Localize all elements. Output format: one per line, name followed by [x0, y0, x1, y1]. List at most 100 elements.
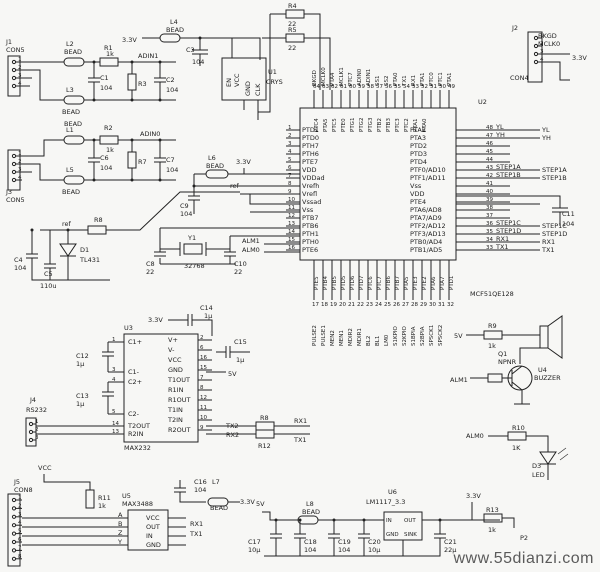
cap-c5-ref: C5 [44, 270, 53, 278]
resistor-r1-val: 1k [106, 50, 114, 58]
max232-right-pin-num: 11 [200, 405, 207, 411]
net-3v3-top: 3.3V [122, 36, 137, 44]
mcu-left-pin-name: Vssad [302, 198, 321, 206]
cap-c16-ref: C16 [194, 478, 207, 486]
mcu-left-pin-name: PTB7 [302, 214, 319, 222]
buzzer-net-alm1: ALM1 [450, 376, 468, 384]
resistor-r9 [483, 330, 503, 340]
led-d3-ref: D3 [532, 462, 541, 470]
diode-d1-type: TL431 [79, 256, 100, 264]
mcu-right-pin-net: STEP1C [496, 219, 521, 227]
mcu-top-pin-num: 61 [340, 84, 347, 90]
max232-left-pin-num: 14 [112, 421, 119, 427]
led-net-alm0: ALM0 [466, 432, 484, 440]
mcu-top-pin-num: 51 [430, 84, 437, 90]
mcu-left-pin-num: 5 [288, 157, 292, 163]
osc-clk-pin: CLK [254, 83, 262, 96]
max232-left-pin-name: R2IN [128, 430, 144, 438]
cap-c9-val: 104 [180, 210, 192, 218]
net-alm1-mcu: ALM1 [242, 237, 260, 245]
mcu-bottom-pin-name: PTA7 [440, 276, 446, 290]
mcu-left-pin-num: 14 [288, 229, 295, 235]
connector-pin-num: 5 [18, 529, 22, 535]
mcu-right-pin-num: 37 [486, 213, 493, 219]
ldo-u6-part: LM1117_3.3 [366, 498, 405, 506]
mcu-bottom-pin-name: PTC6 [368, 276, 374, 290]
max232-right-pin-num: 15 [200, 365, 207, 371]
cap-c15-ref: C15 [234, 338, 247, 346]
bead-l5-ref: L5 [66, 166, 74, 174]
mcu-top-pin-net: TX1 [402, 75, 408, 87]
max232-right-pin-name: VCC [168, 356, 182, 364]
mcu-left-pin-name: PTD1 [302, 126, 319, 134]
mcu-left-pin-name: PTH0 [302, 238, 319, 246]
max232-right-pin-num: 8 [200, 385, 204, 391]
cap-c4-val: 104 [14, 264, 26, 272]
max3488-left-pin: Y [117, 538, 122, 546]
buzzer-5v: 5V [454, 332, 463, 340]
mcu-bottom-pin-num: 19 [330, 302, 337, 308]
mcu-bottom-pin-name: PTD5 [341, 275, 347, 290]
max232-right-pin-name: V- [168, 346, 175, 354]
mcu-top-pin-name: PTA0 [422, 118, 428, 132]
mcu-bottom-pin-net: PULSE2 [312, 325, 318, 346]
mcu-bottom-pin-num: 21 [348, 302, 355, 308]
connector-pin-num: 2 [18, 503, 22, 509]
max232-right-pin-name: R1OUT [168, 396, 191, 404]
mcu-top-pin-net: SS2 [384, 76, 390, 86]
mcu-right-pin-net: TX1 [495, 243, 509, 251]
net-adin0: ADIN0 [140, 130, 160, 138]
crystal-y1 [183, 243, 203, 255]
resistor-r7-ref: R7 [138, 158, 147, 166]
connector-pin-num: 7 [18, 545, 22, 551]
mcu-top-pin-num: 59 [358, 84, 365, 90]
connector-pin-num: 3 [540, 49, 544, 55]
max232-left-pin-name: C2- [128, 410, 140, 418]
mcu-top-pin-num: 64 [313, 84, 320, 90]
resistor-r3 [127, 73, 137, 91]
net-rx1-232: RX1 [294, 417, 307, 425]
mcu-bottom-pin-num: 31 [438, 302, 445, 308]
mcu-top-pin-name: PTB3 [386, 118, 392, 132]
mcu-right-pin-name: PTF0/AD10 [410, 166, 446, 174]
max3488-left-pin: A [118, 511, 123, 519]
mcu-top-pin-name: PTE0 [341, 118, 347, 132]
mcu-bottom-pin-net: MDIR1 [357, 328, 363, 346]
mcu-right-pin-name: PTF1/AD11 [410, 174, 446, 182]
resistor-r2-ref: R2 [104, 124, 113, 132]
mcu-top-pin-name: PTG1 [350, 118, 356, 132]
max3488-left-pin: Z [118, 529, 123, 537]
mcu-bottom-pin-num: 22 [357, 302, 364, 308]
oscillator-section: 3.3V L4 BEAD C3 104 EN VCC GND CLK U1 CR… [122, 2, 331, 120]
max232-left-pin-name: C1- [128, 368, 140, 376]
mcu-bottom-pin-name: PTE5 [314, 276, 320, 290]
cap-c6-val: 104 [100, 164, 112, 172]
mcu-top-pin-name: PTC3 [395, 118, 401, 132]
resistor-r11-ref: R11 [98, 494, 111, 502]
bead-l1-type: BEAD [64, 120, 82, 128]
mcu-right-pin-num: 48 [486, 125, 493, 131]
net-3v3-mid: 3.3V [236, 158, 251, 166]
max3488-right-pin: OUT [146, 523, 160, 531]
bead-l4 [159, 33, 181, 43]
cap-c16-val: 104 [194, 486, 206, 494]
mcu-right-pin-num: 46 [486, 141, 493, 147]
j1-ref: J1 [5, 38, 12, 46]
mcu-right-pin-name: Vss [410, 182, 422, 190]
cap-c10-ref: C10 [234, 260, 247, 268]
mcu-right-pin-name: PTA7/AD9 [410, 214, 442, 222]
mcu-top-pin-num: 55 [394, 84, 401, 90]
bead-l8-ref: L8 [306, 500, 314, 508]
max232-5v: 5V [228, 370, 237, 378]
cap-c1-val: 104 [100, 84, 112, 92]
connector-pin-num: 2 [18, 159, 22, 165]
net-ref-left: ref [62, 220, 72, 228]
max232-right-pin-num: 9 [200, 425, 204, 431]
resistor-r13 [483, 513, 503, 523]
cap-c19-val: 104 [338, 546, 350, 554]
mcu-right-pin-net: YH [495, 131, 505, 139]
